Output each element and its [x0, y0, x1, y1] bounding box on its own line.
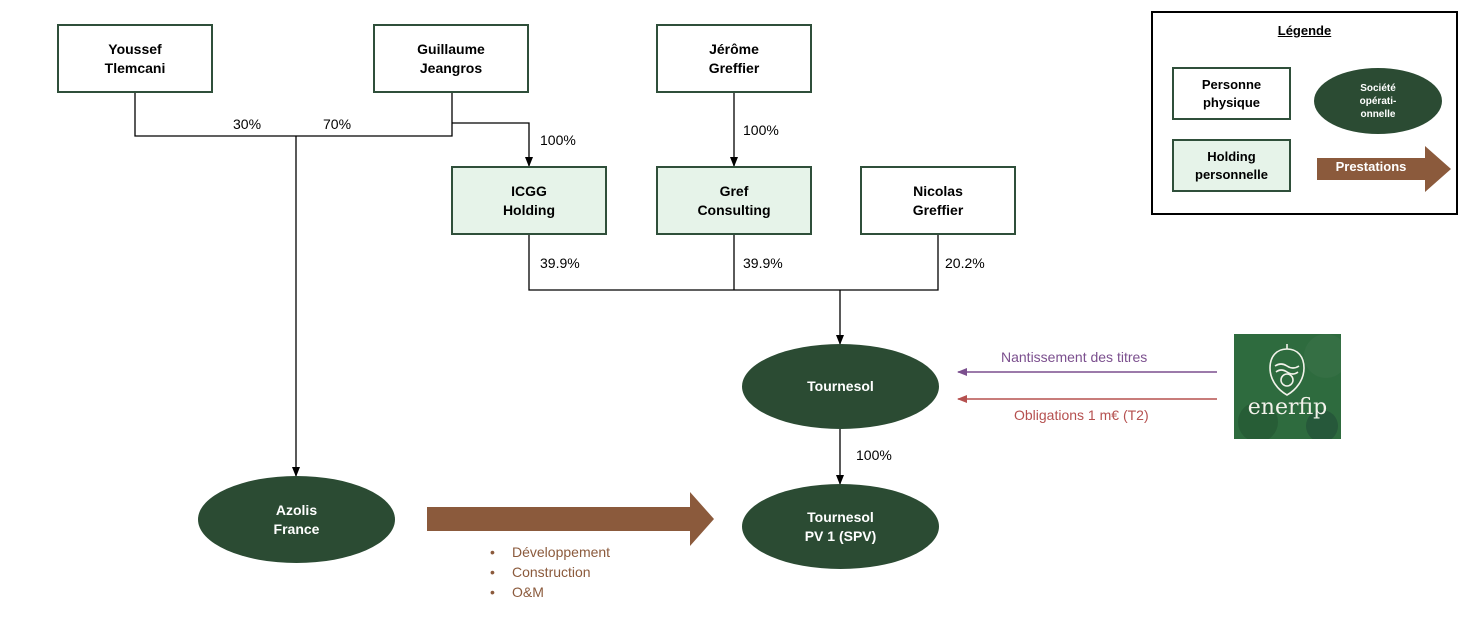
legend-holding-label: Holding personnelle: [1195, 148, 1268, 182]
legend-company-label: Société opérati- onnelle: [1359, 82, 1397, 120]
company-azolis-france: Azolis France: [198, 476, 395, 563]
enerfip-logo: enerfip: [1234, 334, 1341, 439]
service-item: O&M: [490, 582, 610, 602]
person-jerome-greffier: Jérôme Greffier: [656, 24, 812, 93]
person-guillaume-jeangros: Guillaume Jeangros: [373, 24, 529, 93]
holding-gref-consulting: Gref Consulting: [656, 166, 812, 235]
pct-gref-tournesol: 39.9%: [743, 255, 783, 271]
pct-guillaume-icgg: 100%: [540, 132, 576, 148]
person-nicolas-label: Nicolas Greffier: [912, 182, 964, 218]
pct-guillaume-azolis: 70%: [323, 116, 352, 132]
company-azolis-label: Azolis France: [273, 501, 320, 537]
arrow-to-icgg: [452, 122, 533, 167]
company-spv-label: Tournesol PV 1 (SPV): [804, 508, 877, 544]
service-item: Développement: [490, 542, 610, 562]
legend-title: Légende: [1277, 23, 1332, 38]
holding-icgg: ICGG Holding: [451, 166, 607, 235]
service-item: Construction: [490, 562, 610, 582]
pct-tournesol-spv: 100%: [856, 447, 892, 463]
enerfip-logo-text: enerfip: [1247, 395, 1328, 420]
legend-person-label: Personne physique: [1201, 76, 1262, 110]
enerfip-emblem-icon: [1238, 334, 1341, 439]
company-tournesol-label: Tournesol: [807, 378, 874, 394]
company-tournesol-spv: Tournesol PV 1 (SPV): [742, 484, 939, 569]
holding-gref-label: Gref Consulting: [697, 182, 771, 218]
line-youssef-guillaume: [134, 93, 453, 137]
pct-jerome-gref: 100%: [743, 122, 779, 138]
company-tournesol: Tournesol: [742, 344, 939, 429]
services-arrow: [427, 492, 714, 546]
pct-icgg-tournesol: 39.9%: [540, 255, 580, 271]
legend-person: Personne physique: [1172, 67, 1291, 120]
holding-icgg-label: ICGG Holding: [502, 182, 556, 218]
legend: Légende Personne physique Holding person…: [1151, 11, 1458, 215]
person-jerome-label: Jérôme Greffier: [708, 40, 760, 76]
person-guillaume-label: Guillaume Jeangros: [417, 40, 485, 76]
person-youssef-tlemcani: Youssef Tlemcani: [57, 24, 213, 93]
pct-youssef-azolis: 30%: [233, 116, 262, 132]
legend-holding: Holding personnelle: [1172, 139, 1291, 192]
legend-services-arrow: [1317, 146, 1451, 192]
legend-company: Société opérati- onnelle: [1314, 68, 1442, 134]
bonds-label: Obligations 1 m€ (T2): [1014, 407, 1149, 423]
pct-nicolas-tournesol: 20.2%: [945, 255, 985, 271]
person-youssef-label: Youssef Tlemcani: [104, 40, 166, 76]
legend-services-label: Prestations: [1335, 159, 1407, 174]
person-nicolas-greffier: Nicolas Greffier: [860, 166, 1016, 235]
services-list: Développement Construction O&M: [490, 542, 610, 602]
pledge-label: Nantissement des titres: [1001, 349, 1148, 365]
